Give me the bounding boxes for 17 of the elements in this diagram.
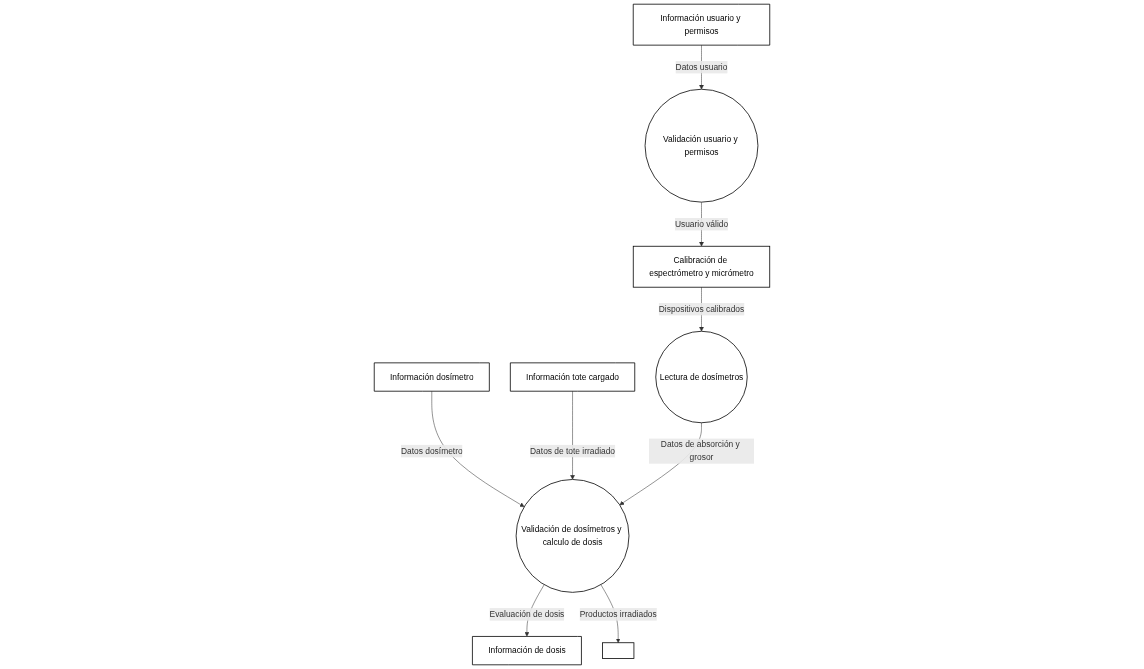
edge-label: Datos de tote irradiado bbox=[530, 446, 616, 456]
node-box: Información de dosis bbox=[472, 636, 582, 666]
node-box: Información usuario y permisos bbox=[632, 3, 771, 46]
edge-label: Evaluación de dosis bbox=[489, 609, 565, 619]
node-box: Calibración de espectrómetro y micrómetro bbox=[632, 245, 771, 288]
edge-label: Datos dosímetro bbox=[400, 446, 463, 456]
node-circle: Lectura de dosímetros bbox=[655, 330, 748, 424]
node-circle: Validación usuario y permisos bbox=[644, 88, 759, 203]
node-circle: Validación de dosímetros y calculo de dosis bbox=[515, 479, 630, 593]
edge-label: Datos de absorción y grosor bbox=[660, 440, 740, 462]
edge-label: Productos irradiados bbox=[579, 609, 657, 619]
node-box: Información dosímetro bbox=[373, 362, 490, 392]
node-box: Información tote cargado bbox=[509, 362, 636, 392]
edge-label: Datos usuario bbox=[675, 62, 728, 72]
node-box bbox=[602, 642, 635, 659]
edge-label: Dispositivos calibrados bbox=[658, 304, 745, 314]
edge-label: Usuario válido bbox=[674, 219, 729, 229]
